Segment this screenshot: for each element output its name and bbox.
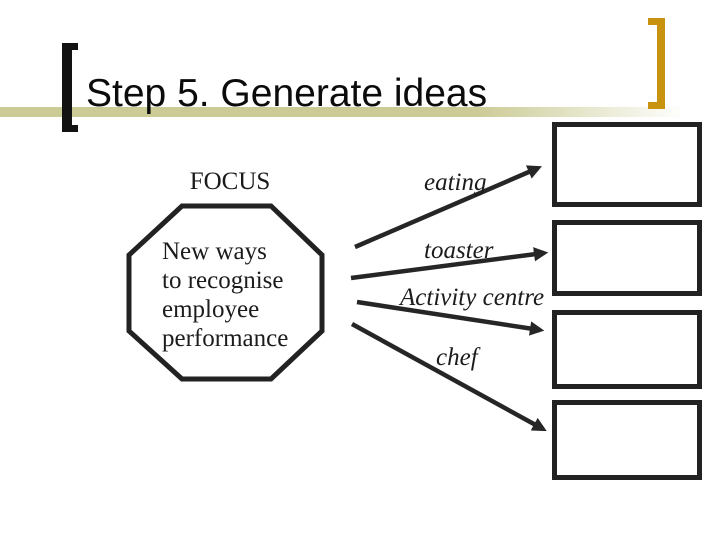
idea-box-1: [552, 122, 702, 207]
idea-arrow-activity-centre: [356, 299, 545, 336]
idea-arrow-toaster: [350, 247, 549, 281]
title-underline-rule: [0, 107, 700, 117]
left-bracket-decoration: [62, 43, 78, 132]
idea-arrow-chef: [350, 322, 547, 432]
slide-title: Step 5. Generate ideas: [86, 72, 488, 115]
idea-box-2: [552, 220, 702, 296]
focus-octagon-shape: [126, 203, 325, 382]
idea-label-activity-centre: Activity centre: [400, 284, 545, 311]
idea-label-toaster: toaster: [424, 237, 494, 264]
right-bracket-decoration: [648, 18, 665, 109]
idea-arrow-eating: [354, 165, 542, 250]
idea-box-4: [552, 400, 702, 480]
focus-shape-text: New ways to recognise employee performan…: [162, 238, 289, 352]
idea-label-chef: chef: [436, 344, 478, 371]
idea-label-eating: eating: [424, 169, 487, 196]
focus-label: FOCUS: [189, 168, 271, 195]
idea-box-3: [552, 310, 702, 389]
